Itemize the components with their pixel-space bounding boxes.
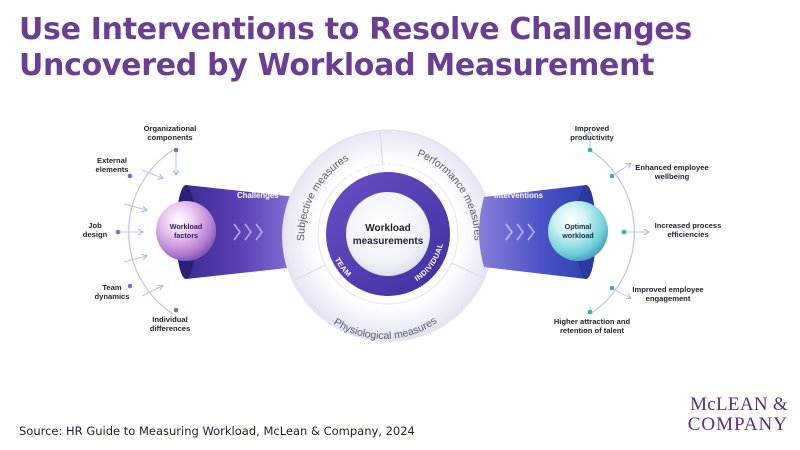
sphere-right-line2: workload [561,231,594,240]
svg-text:wellbeing: wellbeing [654,172,690,181]
svg-text:retention of talent: retention of talent [560,326,625,335]
page-title: Use Interventions to Resolve Challenges … [19,12,692,84]
svg-text:Higher attraction and: Higher attraction and [554,317,631,326]
svg-text:Individual: Individual [152,315,187,324]
svg-text:workload: workload [561,231,594,240]
svg-text:Improved: Improved [575,124,610,133]
title-line-2: Uncovered by Workload Measurement [19,48,655,83]
svg-text:Workload: Workload [365,223,410,234]
factor-individual-2: differences [150,324,191,333]
factor-team-2: dynamics [94,292,129,301]
factor-organizational-2: components [147,133,192,142]
right-outcome-arcs [588,132,648,315]
outcome-engagement-2: engagement [646,294,691,303]
workload-factors-sphere: Workload factors [156,201,216,261]
title-line-1: Use Interventions to Resolve Challenges [19,12,692,47]
svg-text:Optimal: Optimal [565,222,592,231]
svg-text:Team: Team [102,283,122,292]
factor-individual: Individual [152,315,187,324]
measurement-wheel: Subjective measures Performance measures… [282,129,494,342]
svg-text:dynamics: dynamics [94,292,129,301]
outcome-talent: Higher attraction and [554,317,631,326]
sphere-left-line1: Workload [170,222,203,231]
factor-job-2: design [83,230,108,239]
factor-external-2: elements [96,165,129,174]
svg-text:Increased process: Increased process [655,221,722,230]
svg-text:Organizational: Organizational [144,124,197,133]
svg-text:Enhanced employee: Enhanced employee [635,163,708,172]
core-label-line2: measurements [353,236,424,247]
outcome-productivity: Improved [575,124,610,133]
factor-external: External [97,156,127,165]
outcome-wellbeing-2: wellbeing [654,172,690,181]
svg-text:Job: Job [88,221,102,230]
chevrons-right [505,223,535,241]
core-label-line1: Workload [365,223,410,234]
svg-text:factors: factors [174,231,198,240]
factor-team: Team [102,283,122,292]
svg-text:elements: elements [96,165,129,174]
sphere-right-line1: Optimal [565,222,592,231]
logo-line-1: McLEAN & [690,394,788,415]
outcome-efficiencies-2: efficiencies [667,230,708,239]
challenges-label: Challenges [237,191,279,200]
sphere-left-line2: factors [174,231,198,240]
outcome-engagement: Improved employee [632,285,703,294]
company-logo: McLEAN & COMPANY [676,395,788,435]
svg-text:productivity: productivity [570,133,614,142]
svg-text:Workload: Workload [170,222,203,231]
factor-organizational: Organizational [144,124,197,133]
outcome-efficiencies: Increased process [655,221,722,230]
outcome-wellbeing: Enhanced employee [635,163,708,172]
svg-text:Improved employee: Improved employee [632,285,703,294]
outcome-talent-2: retention of talent [560,326,625,335]
interventions-label: Interventions [494,191,544,200]
svg-text:components: components [147,133,192,142]
svg-text:design: design [83,230,108,239]
left-factor-labels: Organizational components External eleme… [83,124,197,333]
factor-job: Job [88,221,102,230]
right-outcome-labels: Improved productivity Enhanced employee … [554,124,722,335]
outcome-productivity-2: productivity [570,133,614,142]
chevrons-left [233,223,263,241]
logo-line-2: COMPANY [687,414,788,435]
left-factor-arcs [115,147,179,315]
source-note: Source: HR Guide to Measuring Workload, … [19,424,415,438]
svg-text:measurements: measurements [353,236,424,247]
svg-text:External: External [97,156,127,165]
svg-text:differences: differences [150,324,191,333]
optimal-workload-sphere: Optimal workload [548,201,608,261]
svg-text:engagement: engagement [646,294,691,303]
svg-text:efficiencies: efficiencies [667,230,708,239]
